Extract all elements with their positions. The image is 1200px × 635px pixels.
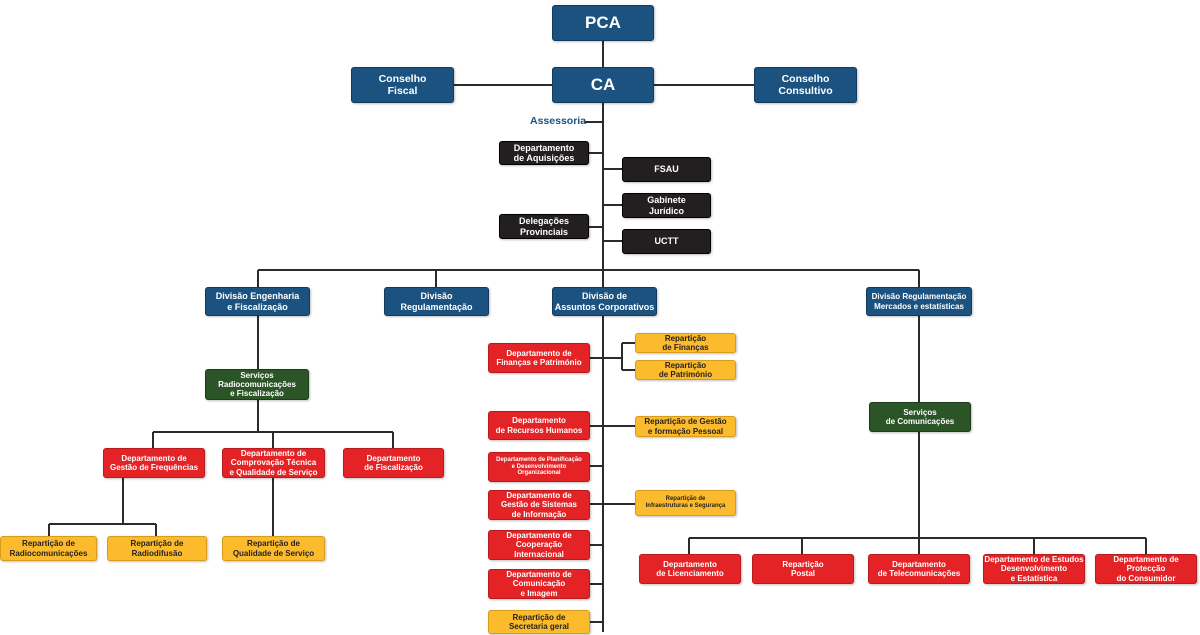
dep-estudos-box: Departamento de Estudos Desenvolvimento … [983,554,1085,584]
rep-radiocomunicacoes-box: Repartição de Radiocomunicações [0,536,97,561]
dep-comunicacao-imagem-box: Departamento de Comunicação e Imagem [488,569,590,599]
dep-licenciamento-box: Departamento de Licenciamento [639,554,741,584]
rep-qualidade-servico-box: Repartição de Qualidade de Serviço [222,536,325,561]
dep-gestao-sistemas-box: Departamento de Gestão de Sistemas de In… [488,490,590,520]
divisao-engenharia-box: Divisão Engenharia e Fiscalização [205,287,310,316]
rep-patrimonio-box: Repartição de Património [635,360,736,380]
gabinete-juridico-box: Gabinete Jurídico [622,193,711,218]
uctt-box: UCTT [622,229,711,254]
divisao-assuntos-corporativos-box: Divisão de Assuntos Corporativos [552,287,657,316]
fsau-box: FSAU [622,157,711,182]
conselho-fiscal-box: Conselho Fiscal [351,67,454,103]
rep-secretaria-geral-box: Repartição de Secretaria geral [488,610,590,634]
dep-planificacao-box: Departamento de Planificação e Desenvolv… [488,452,590,482]
divisao-regulamentacao-box: Divisão Regulamentação [384,287,489,316]
rep-postal-box: Repartição Postal [752,554,854,584]
rep-radiodifusao-box: Repartição de Radiodifusão [107,536,207,561]
dep-recursos-humanos-box: Departamento de Recursos Humanos [488,411,590,440]
dep-fiscalizacao-box: Departamento de Fiscalização [343,448,444,478]
pca-box: PCA [552,5,654,41]
assessoria-label: Assessoria [530,115,587,127]
dep-financas-patrimonio-box: Departamento de Finanças e Património [488,343,590,373]
divisao-mercados-box: Divisão Regulamentação Mercados e estatí… [866,287,972,316]
servicos-comunicacoes-box: Serviços de Comunicações [869,402,971,432]
dep-comprovacao-tecnica-box: Departamento de Comprovação Técnica e Qu… [222,448,325,478]
conselho-consultivo-box: Conselho Consultivo [754,67,857,103]
dep-telecomunicacoes-box: Departamento de Telecomunicações [868,554,970,584]
rep-financas-box: Repartição de Finanças [635,333,736,353]
rep-infraestruturas-box: Repartição de Infraestruturas e Seguranç… [635,490,736,516]
delegacoes-provinciais-box: Delegações Provinciais [499,214,589,239]
ca-box: CA [552,67,654,103]
rep-gestao-formacao-box: Repartição de Gestão e formação Pessoal [635,416,736,437]
dep-aquisicoes-box: Departamento de Aquisições [499,141,589,165]
servicos-radiocomunicacoes-box: Serviços Radiocomunicações e Fiscalizaçã… [205,369,309,400]
dep-proteccao-consumidor-box: Departamento de Protecção do Consumidor [1095,554,1197,584]
dep-cooperacao-box: Departamento de Cooperação Internacional [488,530,590,560]
dep-gestao-frequencias-box: Departamento de Gestão de Frequências [103,448,205,478]
